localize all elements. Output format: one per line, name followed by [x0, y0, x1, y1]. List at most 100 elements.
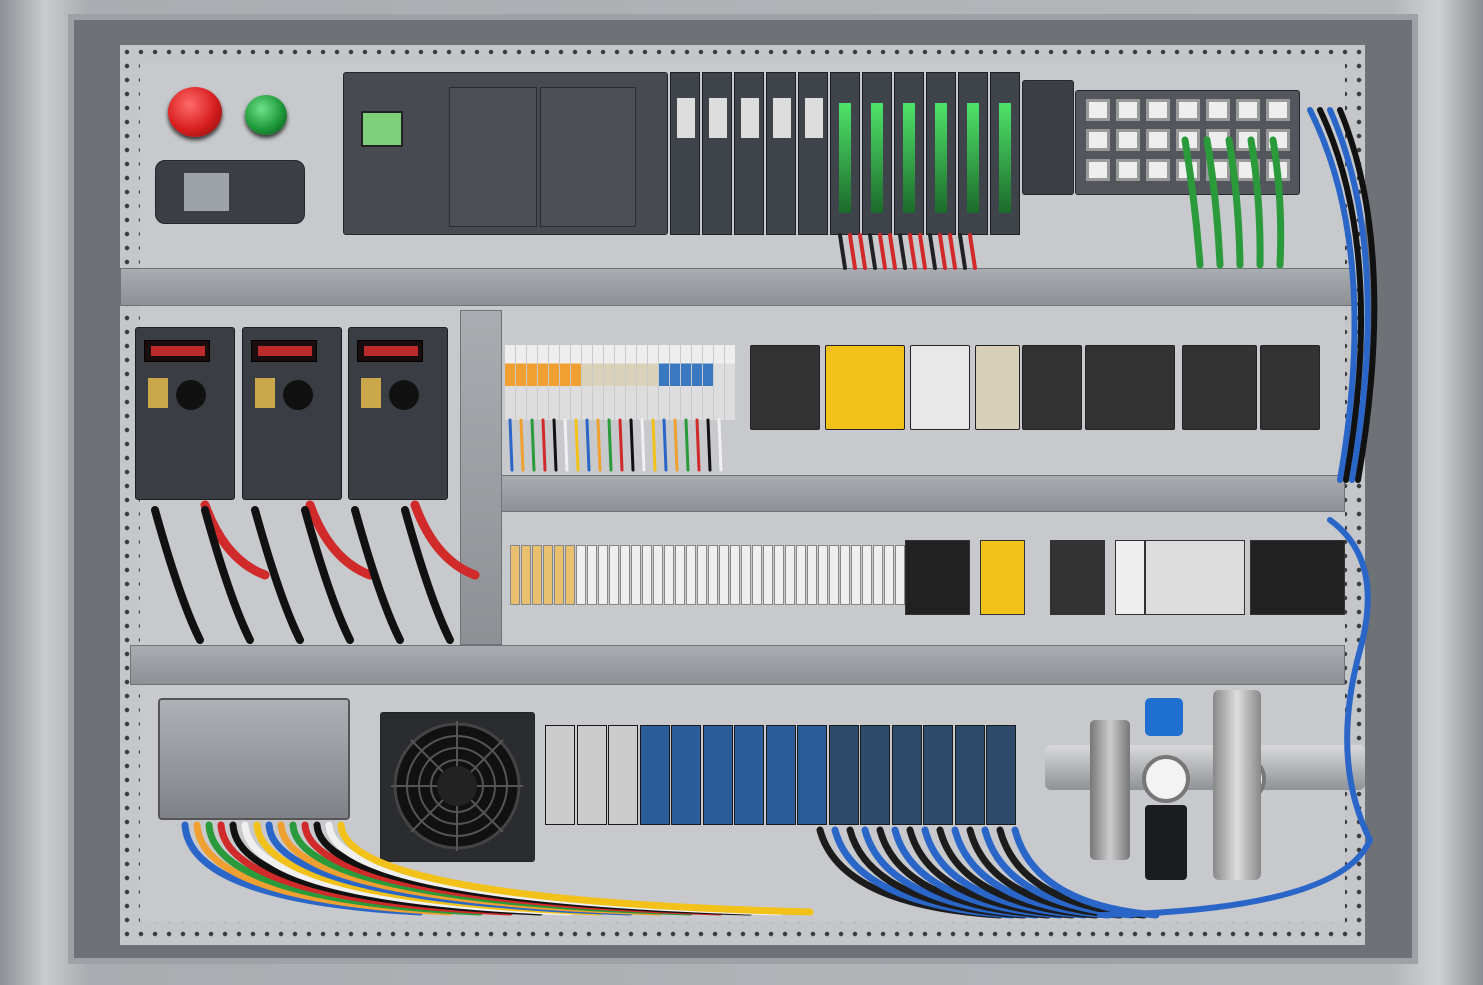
cable [1337, 107, 1378, 483]
io-module [765, 725, 796, 825]
status-led [903, 103, 915, 213]
relay-module [1182, 345, 1257, 430]
cable [858, 233, 867, 270]
io-module [734, 72, 764, 235]
cable [410, 500, 480, 580]
cable [552, 418, 558, 472]
terminal-block [637, 345, 647, 420]
cable [530, 418, 536, 472]
cable [629, 418, 635, 472]
vfd-keypad [255, 378, 275, 408]
terminal-block [703, 345, 713, 420]
vfd-knob [176, 380, 206, 410]
terminal-block [631, 545, 641, 605]
io-module [576, 725, 607, 825]
cable [908, 233, 917, 270]
terminal-block [593, 345, 603, 420]
io-module [798, 72, 828, 235]
plc-module [449, 87, 537, 227]
cable [541, 418, 547, 472]
cable [401, 506, 454, 644]
ethernet-port [1206, 99, 1230, 121]
ethernet-port [1086, 129, 1110, 151]
terminal-block [532, 545, 542, 605]
terminal-block [664, 545, 674, 605]
terminal-block [807, 545, 817, 605]
terminal-block [686, 545, 696, 605]
vfd-keypad [361, 378, 381, 408]
io-module [828, 725, 859, 825]
terminal-block [818, 545, 828, 605]
terminal-block [505, 345, 515, 420]
io-module [990, 72, 1020, 235]
io-module [608, 725, 638, 825]
cable [878, 233, 887, 270]
cable [1203, 136, 1224, 269]
plc-hmi-screen [361, 111, 403, 147]
io-module [926, 72, 956, 235]
plc-rack [343, 72, 668, 235]
vfd-display-digits [364, 346, 418, 356]
terminal-block [752, 545, 762, 605]
terminal-block [648, 345, 658, 420]
module-label [773, 98, 791, 138]
terminal-block [604, 345, 614, 420]
terminal-block [620, 545, 630, 605]
breaker-module [1115, 540, 1145, 615]
cable [706, 418, 712, 472]
cable [717, 418, 723, 472]
terminal-block [884, 545, 894, 605]
cable [640, 418, 646, 472]
status-led [967, 103, 979, 213]
variable-frequency-drive [348, 327, 448, 500]
io-module [545, 725, 575, 825]
valve [1090, 720, 1130, 860]
wire-duct-middle [500, 475, 1345, 512]
terminal-block [697, 545, 707, 605]
cable [918, 233, 927, 270]
io-module [954, 725, 985, 825]
terminal-block [543, 545, 553, 605]
stop-button-icon[interactable] [168, 87, 222, 137]
variable-frequency-drive [242, 327, 342, 500]
cable [968, 233, 977, 270]
terminal-block [642, 545, 652, 605]
io-module [830, 72, 860, 235]
cable [938, 233, 947, 270]
terminal-block [851, 545, 861, 605]
status-led [871, 103, 883, 213]
terminal-block [659, 345, 669, 420]
cable [651, 418, 657, 472]
terminal-block [670, 345, 680, 420]
cable [151, 506, 204, 644]
ethernet-port [1236, 99, 1260, 121]
cable [1181, 136, 1204, 269]
io-module [734, 725, 764, 825]
terminal-block [571, 345, 581, 420]
terminal-block [774, 545, 784, 605]
relay-module [975, 345, 1020, 430]
start-button-icon[interactable] [245, 95, 287, 135]
ethernet-port [1176, 99, 1200, 121]
wire-duct-vertical [460, 310, 502, 645]
cable [337, 821, 814, 916]
ethernet-port [1146, 99, 1170, 121]
fan-icon [391, 721, 523, 851]
io-module [702, 725, 733, 825]
relay-module [1085, 345, 1175, 430]
pressure-gauge-icon [1142, 755, 1190, 803]
status-led [839, 103, 851, 213]
vfd-display-digits [258, 346, 312, 356]
terminal-block [510, 545, 520, 605]
relay-module [1260, 345, 1320, 430]
breaker-module [1250, 540, 1345, 615]
cable [305, 500, 375, 580]
cable [1307, 107, 1358, 483]
terminal-block [576, 545, 586, 605]
ethernet-port [1116, 99, 1140, 121]
cable [1269, 136, 1285, 269]
breaker-module [905, 540, 970, 615]
terminal-block [527, 345, 537, 420]
terminal-block [615, 345, 625, 420]
